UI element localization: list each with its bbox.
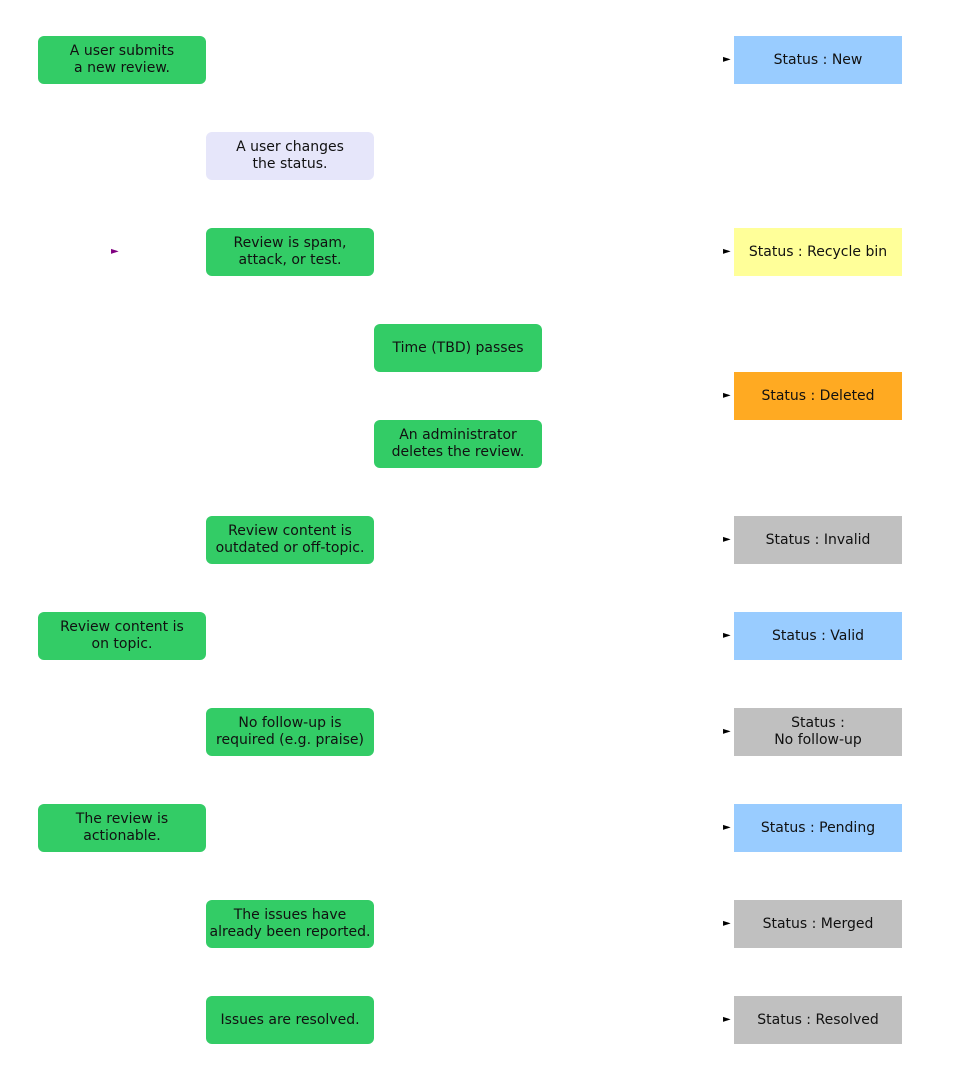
status-box-valid: Status : Valid xyxy=(734,612,902,660)
arrow-to-status-no-follow-up-icon: ► xyxy=(723,726,731,737)
arrow-to-status-resolved-icon: ► xyxy=(723,1014,731,1025)
arrow-to-status-valid-icon: ► xyxy=(723,630,731,641)
event-box-issues-resolved: Issues are resolved. xyxy=(206,996,374,1044)
status-box-deleted: Status : Deleted xyxy=(734,372,902,420)
event-box-user-changes-status: A user changes the status. xyxy=(206,132,374,180)
event-box-spam: Review is spam, attack, or test. xyxy=(206,228,374,276)
status-box-resolved: Status : Resolved xyxy=(734,996,902,1044)
status-box-pending: Status : Pending xyxy=(734,804,902,852)
arrow-to-status-deleted-icon: ► xyxy=(723,390,731,401)
event-box-actionable: The review is actionable. xyxy=(38,804,206,852)
event-box-no-followup: No follow-up is required (e.g. praise) xyxy=(206,708,374,756)
arrow-to-status-new-icon: ► xyxy=(723,54,731,65)
event-box-time-passes: Time (TBD) passes xyxy=(374,324,542,372)
status-box-invalid: Status : Invalid xyxy=(734,516,902,564)
status-box-new: Status : New xyxy=(734,36,902,84)
arrow-to-status-merged-icon: ► xyxy=(723,918,731,929)
status-box-merged: Status : Merged xyxy=(734,900,902,948)
event-box-outdated: Review content is outdated or off-topic. xyxy=(206,516,374,564)
arrow-to-status-recycle-bin-icon: ► xyxy=(723,246,731,257)
arrow-to-status-invalid-icon: ► xyxy=(723,534,731,545)
event-box-on-topic: Review content is on topic. xyxy=(38,612,206,660)
event-box-already-reported: The issues have already been reported. xyxy=(206,900,374,948)
stray-arrow-icon: ► xyxy=(111,246,119,257)
event-box-submit: A user submits a new review. xyxy=(38,36,206,84)
status-box-recycle-bin: Status : Recycle bin xyxy=(734,228,902,276)
arrow-to-status-pending-icon: ► xyxy=(723,822,731,833)
status-box-no-follow-up: Status : No follow-up xyxy=(734,708,902,756)
event-box-admin-deletes: An administrator deletes the review. xyxy=(374,420,542,468)
